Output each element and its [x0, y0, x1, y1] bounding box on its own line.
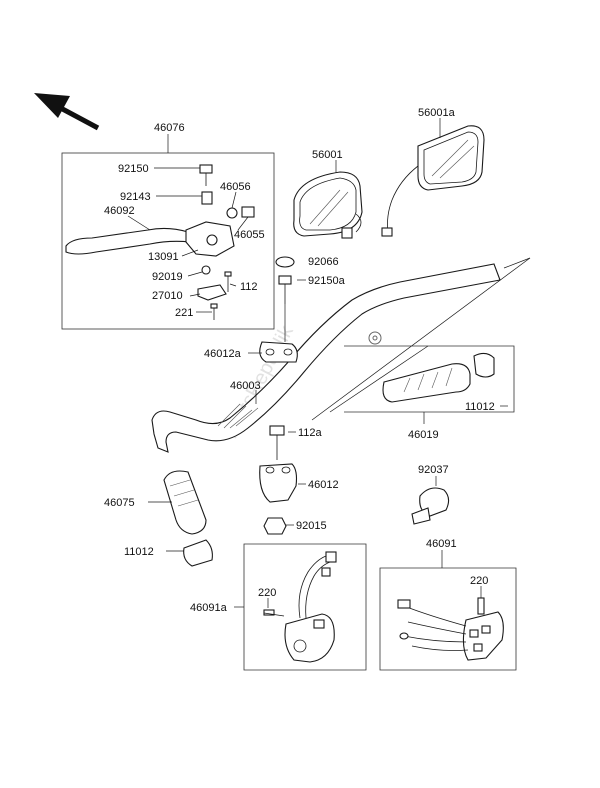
bolt-112a [269, 425, 296, 460]
throttle-grip [382, 363, 471, 403]
grip-box-46019 [344, 345, 515, 413]
bolt-46055 [241, 206, 255, 218]
label-46076: 46076 [154, 122, 185, 134]
label-92037: 92037 [418, 464, 449, 476]
holder-bottom-46012 [259, 463, 306, 503]
ring-92066 [275, 256, 295, 268]
label-92150: 92150 [118, 163, 149, 175]
label-56001: 56001 [312, 149, 343, 161]
clamp-27010 [197, 284, 227, 301]
label-11012-right: 11012 [465, 401, 495, 413]
screw-92150 [199, 164, 213, 174]
label-46075: 46075 [104, 497, 135, 509]
label-46003: 46003 [230, 380, 261, 392]
mirror-right [381, 118, 485, 237]
label-27010: 27010 [152, 290, 183, 302]
label-92143: 92143 [120, 191, 151, 203]
label-11012-left: 11012 [124, 546, 154, 558]
bolt-92150a [278, 275, 306, 304]
switch-housing-right [462, 611, 504, 661]
label-56001a: 56001a [418, 107, 456, 119]
label-46056: 46056 [220, 181, 251, 193]
label-46091a: 46091a [190, 602, 228, 614]
label-112a: 112a [298, 427, 323, 439]
holder-top-46012a [248, 341, 298, 363]
front-direction-arrow-icon [34, 93, 100, 131]
grip-group-46019 [329, 345, 515, 424]
ring-92019 [201, 265, 211, 275]
label-92015: 92015 [296, 520, 327, 532]
nut-92015 [263, 517, 294, 535]
switch-housing-left [284, 613, 335, 663]
label-46092: 46092 [104, 205, 135, 217]
end-cap-left-11012 [166, 539, 213, 567]
label-92150a: 92150a [308, 275, 346, 287]
label-112: 112 [240, 281, 258, 293]
nut-46056 [226, 207, 238, 219]
collar-92143 [201, 191, 213, 205]
label-46055: 46055 [234, 229, 265, 241]
label-46012a: 46012a [204, 348, 242, 360]
mirror-left [293, 160, 363, 239]
label-220-right: 220 [470, 575, 488, 587]
lever-assembly-group [61, 134, 275, 330]
label-92019: 92019 [152, 271, 183, 283]
label-13091: 13091 [148, 251, 179, 263]
clamp-92037 [411, 476, 450, 525]
label-92066: 92066 [308, 256, 339, 268]
gear-icon [368, 331, 382, 345]
label-46091: 46091 [426, 538, 457, 550]
grip-46075 [148, 470, 207, 535]
switch-box-left [243, 543, 367, 671]
label-221: 221 [175, 307, 193, 319]
switch-group-46091 [379, 550, 517, 671]
label-46019: 46019 [408, 429, 439, 441]
end-cap-right-11012 [473, 352, 495, 378]
switch-group-46091a [234, 543, 367, 671]
label-220-left: 220 [258, 587, 276, 599]
handlebar-46003 [151, 263, 501, 453]
label-46012: 46012 [308, 479, 339, 491]
switch-box-right [379, 567, 517, 671]
